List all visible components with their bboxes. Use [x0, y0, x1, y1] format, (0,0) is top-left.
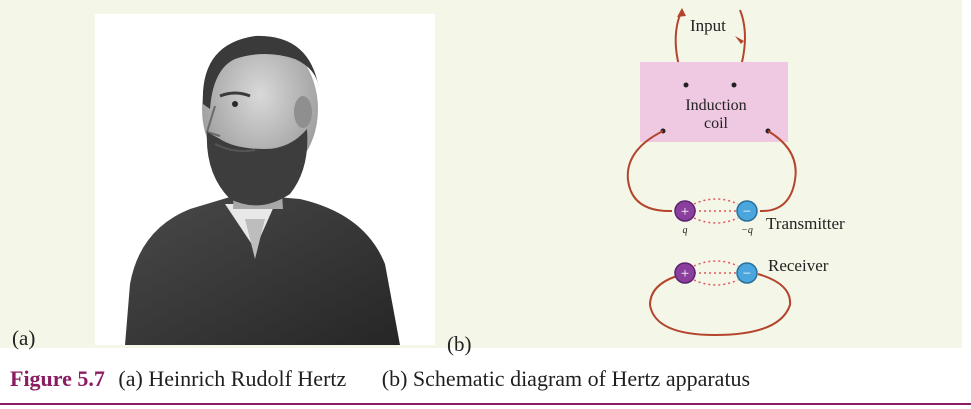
coil-label-line1: Induction — [685, 97, 746, 114]
receiver-minus-symbol: − — [743, 266, 751, 282]
figure-number: Figure 5.7 — [10, 366, 105, 391]
transmitter-label: Transmitter — [766, 214, 845, 233]
transmitter-wire-left — [626, 130, 673, 213]
transmitter-wire-right — [759, 130, 797, 213]
receiver-plus-symbol: + — [681, 266, 689, 282]
transmitter-minus-symbol: − — [743, 204, 751, 220]
figure-caption: Figure 5.7 (a) Heinrich Rudolf Hertz (b)… — [10, 366, 750, 392]
panel-a-label: (a) — [12, 326, 36, 350]
coil-terminal-input-right — [731, 82, 737, 88]
induction-coil-box — [640, 62, 788, 142]
transmitter-positive-sphere — [674, 200, 696, 222]
coil-label-line2: coil — [704, 115, 729, 132]
input-label: Input — [690, 16, 726, 35]
receiver-loop-wire — [648, 273, 792, 337]
receiver-positive-sphere — [674, 262, 696, 284]
receiver-negative-sphere — [736, 262, 758, 284]
charge-q-label: q — [683, 225, 688, 236]
transmitter-spark — [693, 198, 739, 224]
input-arrowhead-right — [735, 36, 744, 44]
receiver-spark — [693, 260, 739, 286]
caption-divider — [0, 403, 971, 405]
panel-b-label: (b) — [447, 332, 472, 356]
charge-minus-q-label: −q — [741, 225, 753, 236]
hertz-portrait-image — [95, 14, 435, 345]
transmitter-negative-sphere — [736, 200, 758, 222]
input-arrowhead-left — [677, 8, 686, 17]
coil-terminal-input-left — [683, 82, 689, 88]
caption-part-a: (a) Heinrich Rudolf Hertz — [118, 366, 347, 391]
transmitter-plus-symbol: + — [681, 204, 689, 220]
caption-part-b: (b) Schematic diagram of Hertz apparatus — [381, 366, 751, 391]
receiver-label: Receiver — [768, 256, 829, 275]
